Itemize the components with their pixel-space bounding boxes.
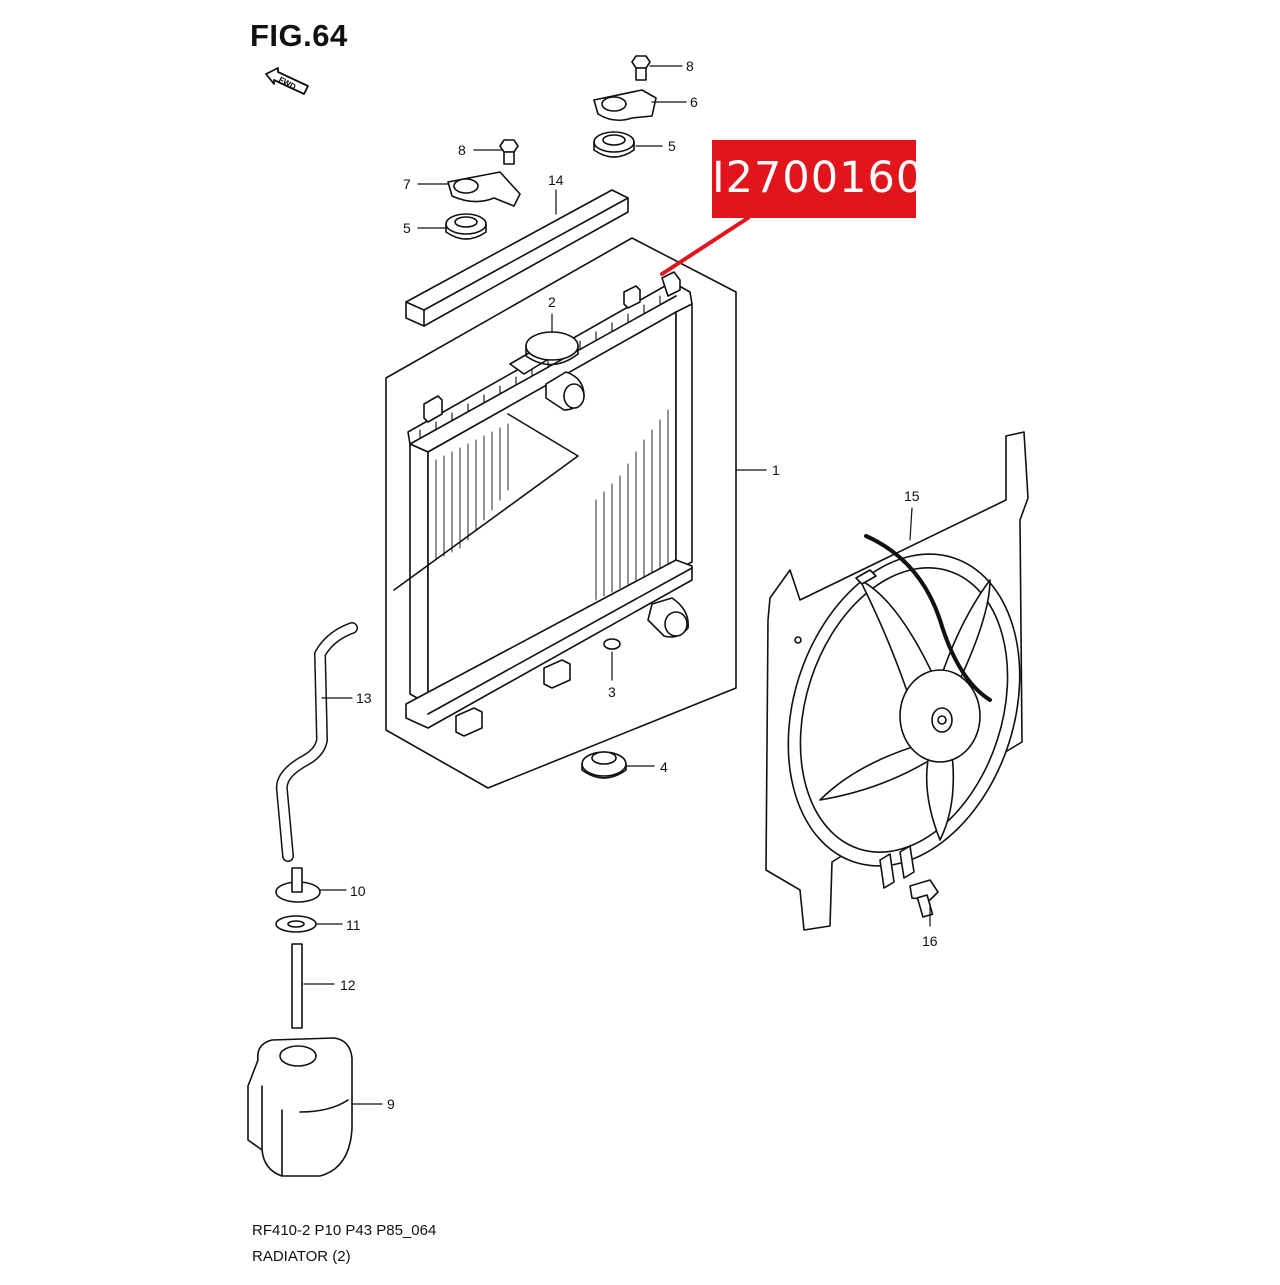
part-code-text: I2700160: [712, 153, 925, 203]
forward-direction-icon: FWD: [264, 66, 310, 96]
tube-12: [291, 943, 303, 1029]
label-8-upper: 8: [686, 58, 694, 74]
fan-shroud-15: [765, 431, 1029, 931]
label-9: 9: [387, 1096, 395, 1112]
bolt-8-upper: [631, 55, 651, 81]
footer-name: RADIATOR (2): [252, 1248, 351, 1265]
reservoir-cap-10: [275, 867, 321, 903]
part-code-callout: I2700160: [712, 140, 925, 218]
bracket-7: [447, 171, 521, 207]
label-15: 15: [904, 488, 920, 504]
bracket-6: [593, 89, 657, 122]
bolt-16: [909, 879, 939, 918]
reservoir-tank-9: [247, 1037, 353, 1177]
washer-11: [275, 915, 317, 933]
label-16: 16: [922, 933, 938, 949]
radiator-core: [393, 271, 693, 737]
label-1: 1: [772, 462, 780, 478]
bushing-5-upper: [593, 131, 635, 158]
label-10: 10: [350, 883, 366, 899]
label-11: 11: [346, 917, 361, 933]
label-2: 2: [548, 294, 556, 310]
radiator-group-outline: [385, 237, 737, 789]
bushing-5-lower: [445, 213, 487, 240]
label-14: 14: [548, 172, 564, 188]
label-8-lower: 8: [458, 142, 466, 158]
bolt-8-lower: [499, 139, 519, 165]
footer-code: RF410-2 P10 P43 P85_064: [252, 1222, 437, 1239]
label-7: 7: [403, 176, 411, 192]
grommet-4: [581, 751, 627, 779]
label-5-upper: 5: [668, 138, 676, 154]
figure-title: FIG.64: [250, 18, 348, 53]
label-4: 4: [660, 759, 668, 775]
label-5-lower: 5: [403, 220, 411, 236]
top-seal-strip: [405, 189, 629, 327]
callout-pointer-line: [660, 216, 750, 276]
leader-lines: [303, 65, 931, 1105]
label-13: 13: [356, 690, 372, 706]
label-6: 6: [690, 94, 698, 110]
label-3: 3: [608, 684, 616, 700]
label-12: 12: [340, 977, 356, 993]
